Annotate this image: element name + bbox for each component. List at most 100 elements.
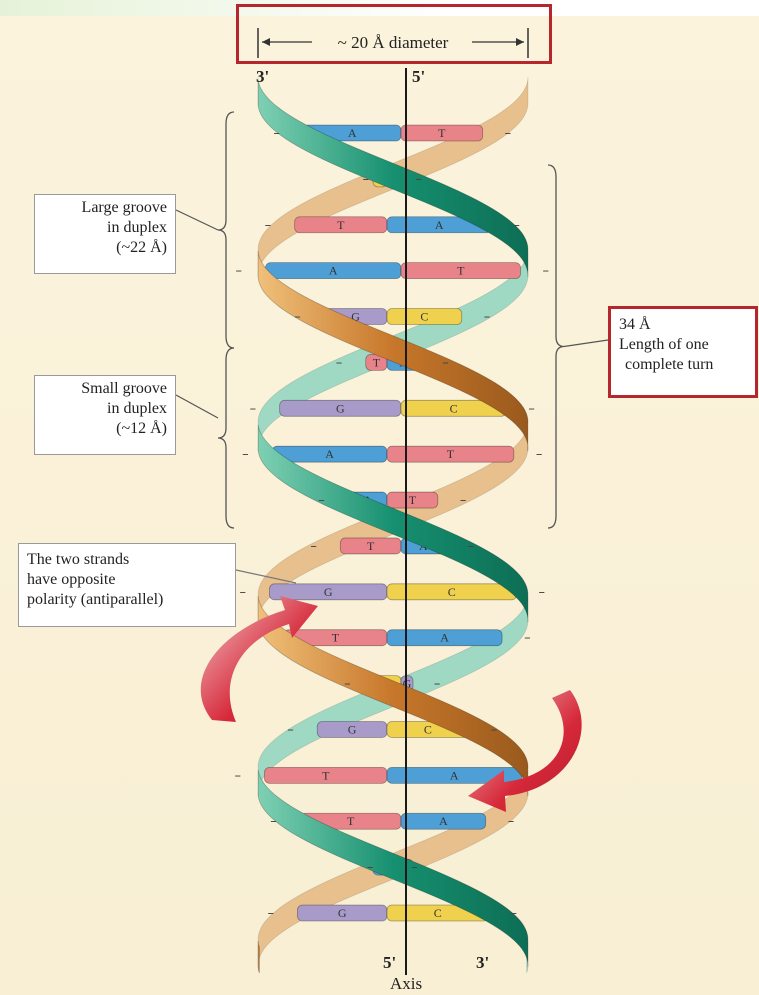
back-strand-segment-5: [258, 941, 259, 973]
base-letter-right: A: [440, 631, 449, 645]
antiparallel-callout: The two strands have opposite polarity (…: [18, 543, 236, 627]
phosphate-minus: –: [543, 264, 550, 279]
large-groove-line-2: in duplex: [39, 218, 167, 238]
base-letter-right: A: [439, 814, 448, 828]
phosphate-minus: –: [508, 814, 514, 829]
large-groove-leader: [176, 210, 218, 230]
base-letter-right: C: [424, 722, 432, 736]
diameter-box: [236, 4, 552, 64]
base-letter-right: C: [450, 401, 458, 415]
turn-length-line-1: 34 Å: [619, 315, 755, 335]
phosphate-minus: –: [528, 401, 535, 416]
base-letter-left: T: [337, 218, 345, 232]
phosphate-minus: –: [239, 585, 246, 600]
turn-length-callout: 34 Å Length of one complete turn: [608, 306, 758, 398]
base-letter-left: T: [347, 814, 355, 828]
phosphate-minus: –: [536, 447, 543, 462]
base-letter-left: A: [325, 447, 334, 461]
phosphate-minus: –: [491, 722, 498, 737]
large-groove-brace: [218, 112, 234, 348]
phosphate-minus: –: [415, 172, 422, 187]
axis-label: Axis: [390, 974, 422, 993]
base-letter-left: G: [348, 722, 357, 736]
base-letter-right: C: [448, 585, 456, 599]
phosphate-minus: –: [511, 906, 518, 921]
strand-end-bottom-right: 3': [476, 953, 489, 972]
base-letter-left: T: [332, 631, 340, 645]
large-groove-line-1: Large groove: [39, 198, 167, 218]
phosphate-minus: –: [505, 126, 512, 141]
turn-length-leader: [564, 340, 608, 347]
phosphate-minus: –: [336, 355, 343, 370]
phosphate-minus: –: [273, 126, 280, 141]
base-letter-right: A: [450, 768, 459, 782]
front-strand-segment-1: [258, 80, 528, 277]
antiparallel-line-1: The two strands: [27, 550, 227, 570]
phosphate-minus: –: [484, 310, 491, 325]
turn-length-line-2: Length of one: [619, 335, 755, 355]
base-letter-left: T: [367, 539, 375, 553]
phosphate-minus: –: [363, 172, 370, 187]
base-letter-left: G: [324, 585, 333, 599]
phosphate-minus: –: [310, 539, 317, 554]
small-groove-line-3: (~12 Å): [39, 419, 167, 439]
large-groove-line-3: (~22 Å): [39, 238, 167, 258]
phosphate-minus: –: [344, 677, 351, 692]
base-letter-right: C: [420, 310, 428, 324]
phosphate-minus: –: [287, 722, 294, 737]
small-groove-line-1: Small groove: [39, 379, 167, 399]
phosphate-minus: –: [411, 860, 418, 875]
base-letter-right: A: [435, 218, 444, 232]
phosphate-minus: –: [367, 860, 374, 875]
back-strand-segment-1: [258, 251, 528, 451]
turn-length-line-3: complete turn: [619, 355, 755, 375]
phosphate-minus: –: [539, 585, 546, 600]
turn-length-brace: [548, 165, 564, 528]
base-letter-left: G: [338, 906, 347, 920]
strand-end-top-right: 5': [412, 67, 425, 86]
base-letter-right: T: [457, 264, 465, 278]
small-groove-leader: [176, 395, 218, 418]
phosphate-minus: –: [234, 768, 241, 783]
phosphate-minus: –: [265, 218, 272, 233]
base-letter-left: G: [336, 401, 345, 415]
base-letter-right: T: [447, 447, 455, 461]
base-letter-left: A: [348, 126, 357, 140]
phosphate-minus: –: [513, 218, 520, 233]
phosphate-minus: –: [235, 264, 242, 279]
phosphate-minus: –: [442, 355, 449, 370]
strand-end-top-left: 3': [256, 67, 269, 86]
base-letter-left: T: [322, 768, 330, 782]
large-groove-callout: Large groove in duplex (~22 Å): [34, 194, 176, 274]
base-letter-left: T: [373, 355, 381, 369]
base-letter-right: C: [434, 906, 442, 920]
phosphate-minus: –: [270, 814, 277, 829]
phosphate-minus: –: [267, 906, 274, 921]
phosphate-minus: –: [460, 493, 467, 508]
small-groove-brace: [218, 348, 234, 528]
antiparallel-line-2: have opposite: [27, 570, 227, 590]
small-groove-line-2: in duplex: [39, 399, 167, 419]
phosphate-minus: –: [524, 631, 531, 646]
phosphate-minus: –: [434, 677, 441, 692]
base-letter-right: T: [438, 126, 446, 140]
base-letter-right: T: [409, 493, 417, 507]
phosphate-minus: –: [294, 310, 301, 325]
phosphate-minus: –: [468, 539, 475, 554]
phosphate-minus: –: [318, 493, 325, 508]
antiparallel-line-3: polarity (antiparallel): [27, 590, 227, 610]
strand-end-bottom-left: 5': [383, 953, 396, 972]
base-letter-left: A: [329, 264, 338, 278]
phosphate-minus: –: [250, 401, 256, 416]
phosphate-minus: –: [242, 447, 249, 462]
small-groove-callout: Small groove in duplex (~12 Å): [34, 375, 176, 455]
